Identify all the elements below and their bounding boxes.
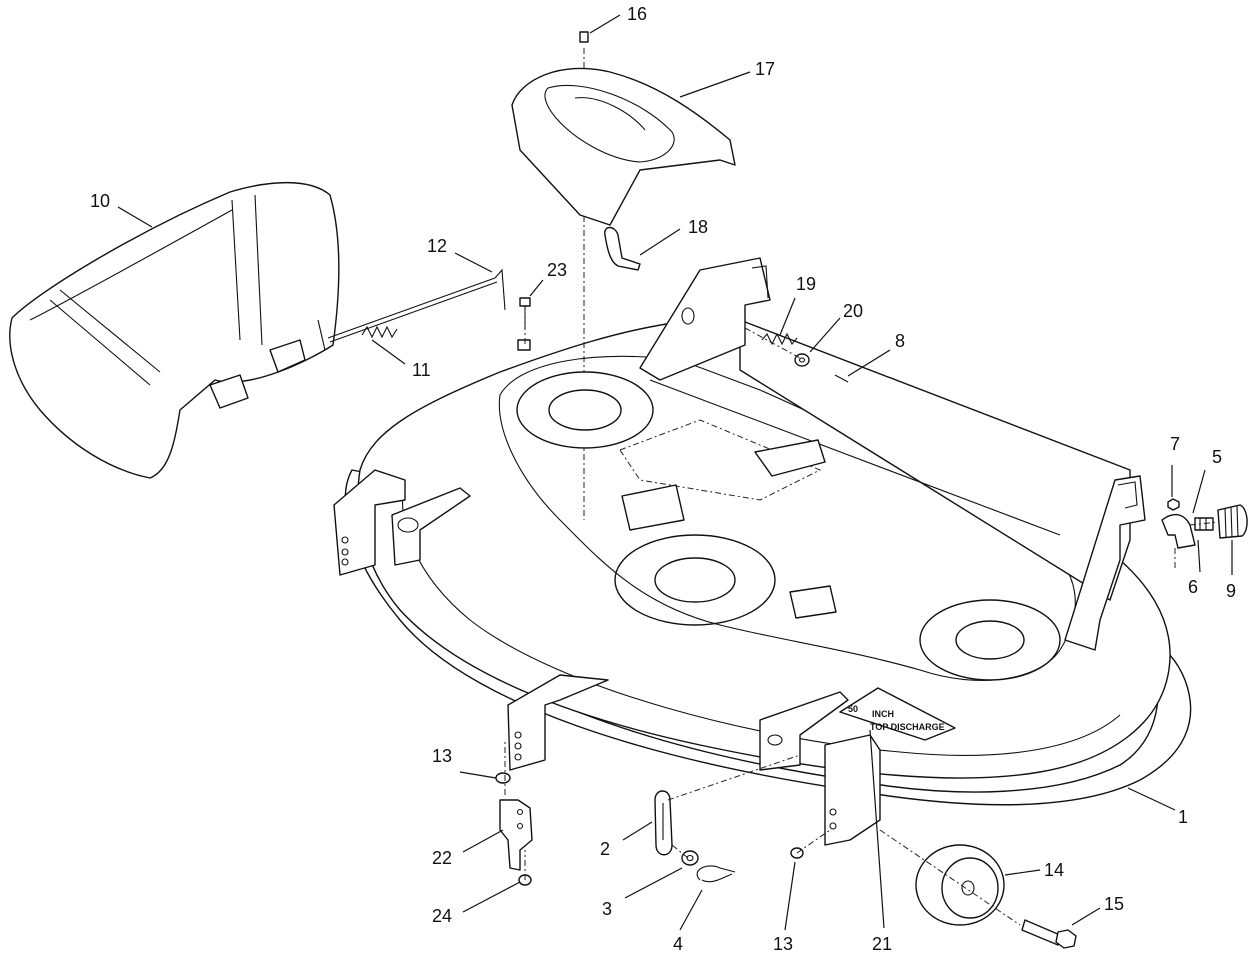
callout-2: 2 — [600, 839, 610, 859]
callout-20: 20 — [843, 301, 863, 321]
callout-5: 5 — [1212, 447, 1222, 467]
rear-right-pivot-arm — [759, 691, 849, 771]
callout-24: 24 — [432, 906, 452, 926]
deck-decal: 50 INCH TOP DISCHARGE — [839, 687, 956, 741]
callout-22: 22 — [432, 848, 452, 868]
leader-lines — [117, 14, 1233, 931]
flange-nut-left — [495, 772, 511, 784]
callout-17: 17 — [755, 59, 775, 79]
callout-labels: 1 2 3 4 5 6 7 8 9 10 11 12 13 13 14 15 1… — [90, 4, 1236, 954]
chute-spring — [361, 325, 398, 339]
anti-scalp-wheel — [915, 844, 1005, 926]
callout-4: 4 — [673, 934, 683, 954]
wheel-axle-bolt — [1021, 919, 1077, 949]
callout-16: 16 — [627, 4, 647, 24]
flat-washer — [681, 850, 699, 866]
mower-deck-shell — [344, 48, 1192, 806]
callout-18: 18 — [688, 217, 708, 237]
rear-left-hanger-bracket — [507, 674, 609, 771]
belt-guide-rod — [604, 226, 641, 271]
idler-spring — [761, 332, 798, 346]
callout-1: 1 — [1178, 807, 1188, 827]
left-rear-plate — [639, 257, 771, 381]
wash-out-fitting — [1217, 504, 1248, 539]
callout-12: 12 — [427, 236, 447, 256]
discharge-chute — [9, 181, 340, 479]
callout-11: 11 — [412, 360, 431, 380]
grease-fitting-elbow — [1161, 513, 1196, 549]
deck-tabs — [621, 439, 837, 619]
callout-7: 7 — [1170, 434, 1180, 454]
decal-size-text: 50 — [848, 704, 858, 714]
assembly-lines — [504, 310, 1219, 880]
callout-13-left: 13 — [432, 746, 452, 766]
hex-nut-small — [1167, 498, 1180, 511]
chute-rod — [327, 268, 506, 343]
callout-13-center: 13 — [773, 934, 793, 954]
idler-washer — [794, 353, 810, 367]
front-left-pivot-arm — [391, 487, 471, 566]
cotter-pin — [834, 374, 849, 383]
adjustment-link — [654, 790, 673, 856]
decal-line-1: INCH — [872, 709, 894, 719]
callout-21: 21 — [872, 934, 892, 954]
hairpin-cotter — [696, 865, 736, 883]
gauge-wheel-bracket — [499, 799, 533, 871]
callout-10: 10 — [90, 191, 110, 211]
callout-19: 19 — [796, 274, 816, 294]
belt-cover — [511, 67, 736, 226]
pivot-bolt — [517, 297, 531, 351]
front-left-hanger-bracket — [333, 469, 406, 576]
callout-8: 8 — [895, 331, 905, 351]
callout-6: 6 — [1188, 577, 1198, 597]
callout-9: 9 — [1226, 581, 1236, 601]
callout-3: 3 — [602, 899, 612, 919]
cover-knob — [579, 31, 589, 43]
callout-14: 14 — [1044, 860, 1064, 880]
callout-15: 15 — [1104, 894, 1124, 914]
callout-23: 23 — [547, 260, 567, 280]
decal-line-2: TOP DISCHARGE — [870, 722, 945, 732]
right-side-hanger-plate — [1064, 475, 1146, 651]
